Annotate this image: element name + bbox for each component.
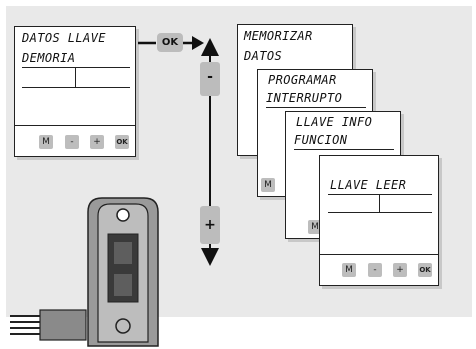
main-screen-button-row: M - + OK (15, 125, 135, 157)
menu-screen-4-divider (379, 194, 380, 212)
menu-screen-4-rule-bottom (328, 212, 432, 213)
menu-screen-2-line-1: PROGRAMAR (268, 73, 337, 87)
front-ok-button[interactable]: OK (418, 263, 432, 277)
minus-button[interactable]: - (65, 135, 79, 149)
m-button[interactable]: M (39, 135, 53, 149)
front-plus-button[interactable]: + (393, 263, 407, 277)
menu-screen-1-line-1: MEMORIZAR (244, 29, 313, 43)
main-screen-line-2: DEMORIA (22, 51, 76, 65)
menu-screen-4-rule-top (328, 194, 432, 195)
front-minus-button[interactable]: - (368, 263, 382, 277)
plus-button[interactable]: + (90, 135, 104, 149)
main-screen-line-1: DATOS LLAVE (22, 31, 106, 45)
menu-screen-3-line-1: LLAVE INFO (296, 115, 373, 129)
menu-screen-3-line-2: FUNCION (294, 133, 348, 147)
main-screen-divider (75, 67, 76, 87)
main-screen: DATOS LLAVE DEMORIA M - + OK (14, 26, 136, 157)
menu-screen-llave-leer: LLAVE LEER M - + OK (319, 155, 439, 286)
front-m-button[interactable]: M (342, 263, 356, 277)
device-top-hole (116, 208, 130, 222)
menu-screen-1-line-2: DATOS (244, 49, 283, 63)
ok-key[interactable]: OK (157, 33, 183, 52)
main-screen-rule-bottom (22, 87, 130, 88)
nav-up-minus[interactable]: - (200, 62, 220, 96)
ok-button[interactable]: OK (115, 135, 129, 149)
nav-down-plus[interactable]: + (200, 206, 220, 244)
main-screen-rule-top (22, 67, 130, 68)
device-key-slot-lower (114, 274, 132, 296)
menu-screen-4-line-1: LLAVE LEER (330, 178, 407, 192)
cable-connector (39, 309, 87, 341)
partial-m-button-2[interactable]: M (308, 220, 322, 234)
menu-screen-4-button-row: M - + OK (320, 254, 438, 286)
ok-arrow-graphic (138, 36, 204, 50)
menu-screen-2-rule (266, 107, 366, 108)
menu-screen-3-rule (294, 149, 394, 150)
device-key-slot-upper (114, 242, 132, 264)
key-reader-device-illustration (10, 197, 159, 347)
menu-screen-2-line-2: INTERRUPTO (266, 91, 343, 105)
partial-m-button-1[interactable]: M (261, 178, 275, 192)
device-bottom-screw (115, 318, 131, 334)
